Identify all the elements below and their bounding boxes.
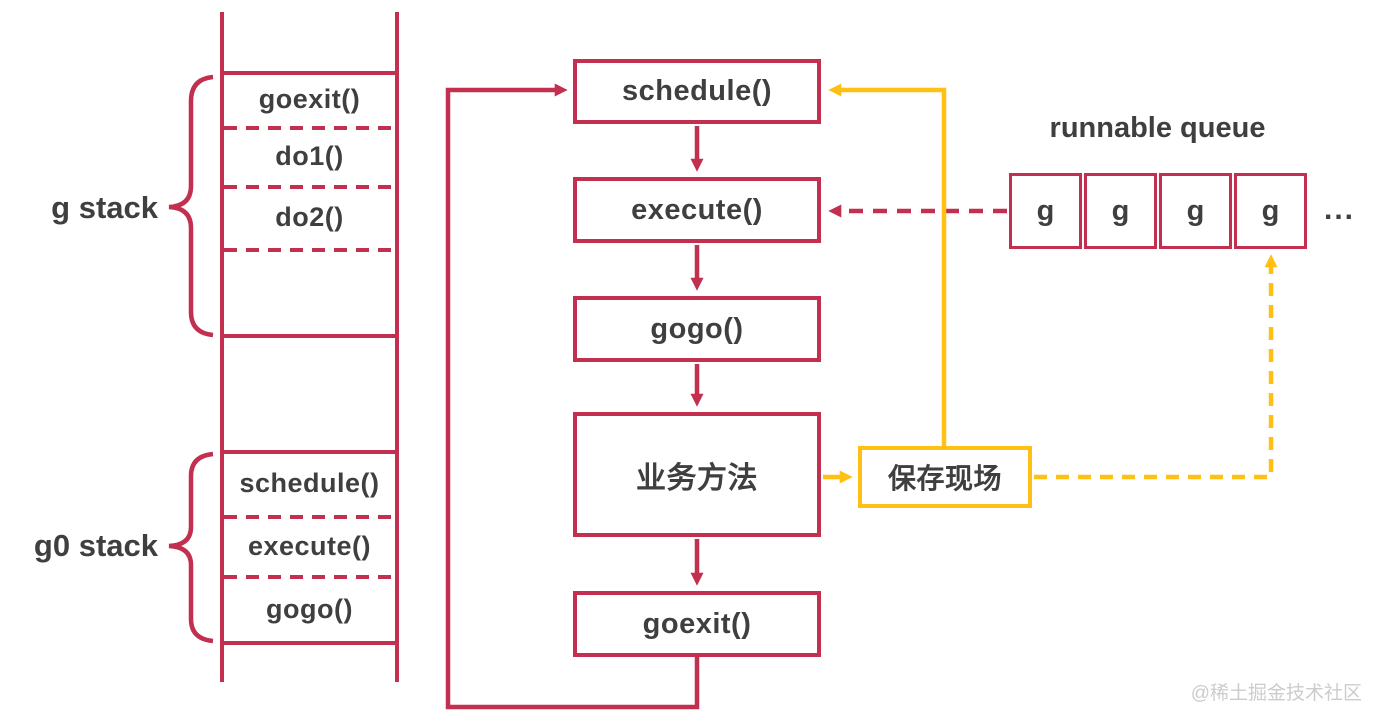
g0-stack-bottom-line: [220, 641, 399, 645]
g-stack-top-line: [220, 71, 399, 75]
arrow-savecontext-to-schedule: [828, 83, 947, 446]
save-context-box: 保存现场: [858, 446, 1032, 508]
g-stack-divider-1: [224, 126, 395, 130]
arrow-savecontext-to-queue: [1034, 254, 1278, 480]
g-stack-frame-do2: do2(): [275, 202, 344, 232]
flow-node-business-method: 业务方法: [573, 412, 821, 537]
g-stack-divider-2: [224, 185, 395, 189]
runnable-queue-title: runnable queue: [1049, 112, 1266, 144]
g0-stack-divider-2: [224, 575, 395, 579]
flow-node-goexit: goexit(): [573, 591, 821, 657]
runnable-queue: g g g g: [1009, 173, 1307, 249]
queue-cell-g: g: [1159, 173, 1232, 249]
g0-stack-frame-schedule: schedule(): [239, 468, 380, 498]
g-stack-bottom-line: [220, 334, 399, 338]
queue-overflow-ellipsis: ...: [1324, 193, 1356, 226]
g-stack-frame-do1: do1(): [275, 141, 344, 171]
g-stack-brace: [168, 74, 214, 338]
queue-cell-g: g: [1234, 173, 1307, 249]
g0-stack-frame-execute: execute(): [247, 530, 372, 561]
stack-rail-left: [220, 12, 224, 682]
stack-rail-right: [395, 12, 399, 682]
g0-stack-top-line: [220, 450, 399, 454]
watermark: @稀土掘金技术社区: [1190, 683, 1362, 704]
g0-stack-brace: [168, 451, 214, 644]
flow-node-gogo: gogo(): [573, 296, 821, 362]
queue-cell-g: g: [1084, 173, 1157, 249]
g0-stack-divider-1: [224, 515, 395, 519]
flow-node-execute: execute(): [573, 177, 821, 243]
flow-node-schedule: schedule(): [573, 59, 821, 124]
queue-cell-g: g: [1009, 173, 1082, 249]
g-stack-divider-3: [224, 248, 395, 252]
g-stack-frame-goexit: goexit(): [258, 84, 361, 114]
g0-stack-label: g0 stack: [33, 528, 158, 563]
g0-stack-frame-gogo: gogo(): [266, 593, 353, 624]
g-stack-label: g stack: [51, 190, 158, 225]
